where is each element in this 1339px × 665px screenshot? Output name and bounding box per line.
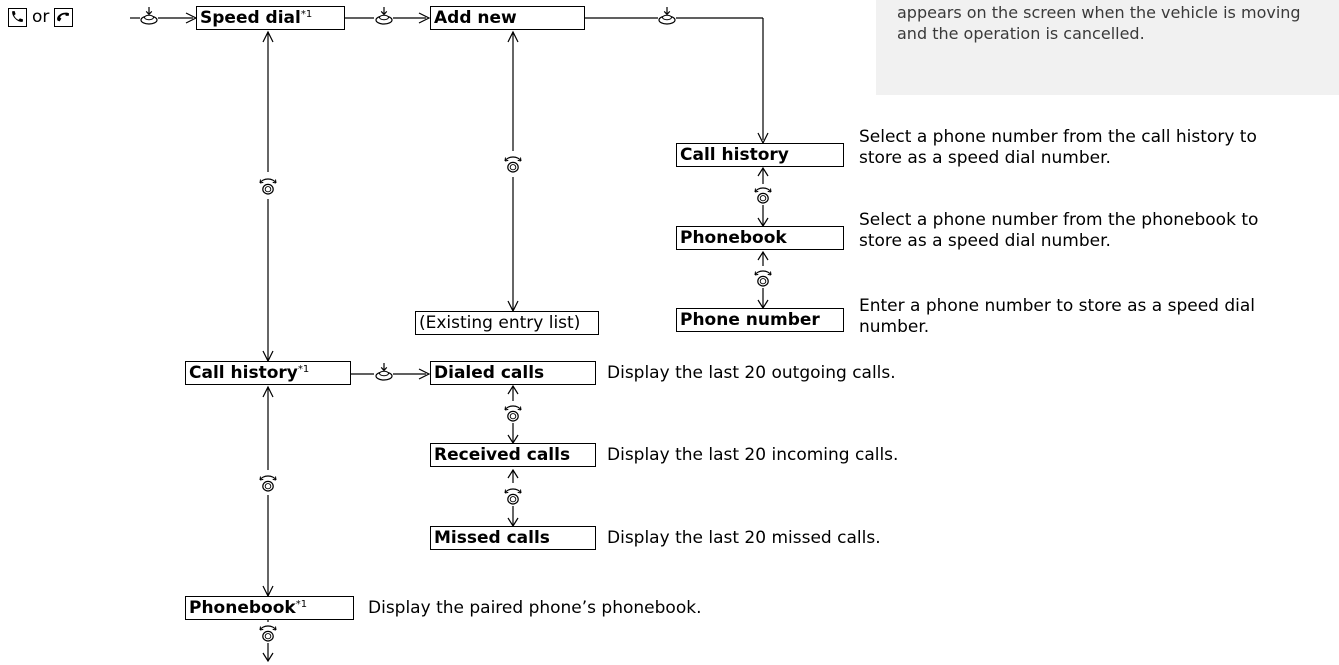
pickup-handset-icon <box>54 7 74 27</box>
call-history-sub-box: Call history <box>676 143 844 167</box>
phonebook-main-box: Phonebook*1 <box>185 596 354 620</box>
received-calls-box: Received calls <box>430 443 596 467</box>
footnote-mark: *1 <box>295 599 308 610</box>
note-panel: appears on the screen when the vehicle i… <box>876 0 1339 95</box>
press-interface-dial-icon <box>375 362 393 381</box>
press-interface-dial-icon <box>375 6 393 25</box>
phonebook-main-label: Phonebook <box>189 598 296 618</box>
rotate-interface-dial-icon <box>504 405 522 422</box>
speed-dial-label: Speed dial <box>200 8 301 28</box>
press-interface-dial-icon <box>658 6 676 25</box>
add-new-box: Add new <box>430 6 585 30</box>
call-history-main-box: Call history*1 <box>185 361 351 385</box>
dialed-calls-label: Dialed calls <box>434 363 545 383</box>
missed-calls-label: Missed calls <box>434 528 550 548</box>
or-text: or <box>32 7 50 27</box>
rotate-interface-dial-icon <box>504 488 522 505</box>
rotate-interface-dial-icon <box>259 178 277 195</box>
rotate-interface-dial-icon <box>259 625 277 642</box>
phonebook-main-description: Display the paired phone’s phonebook. <box>368 598 702 618</box>
received-calls-label: Received calls <box>434 445 571 465</box>
add-new-label: Add new <box>434 8 517 28</box>
call-history-main-label: Call history <box>189 363 298 383</box>
phone-number-box: Phone number <box>676 308 844 332</box>
dialed-calls-description: Display the last 20 outgoing calls. <box>607 363 896 383</box>
phone-number-description: Enter a phone number to store as a speed… <box>859 296 1255 337</box>
call-history-sub-label: Call history <box>680 145 789 165</box>
phone-handset-icon <box>8 7 27 27</box>
rotate-interface-dial-icon <box>259 475 277 492</box>
rotate-interface-dial-icon <box>504 156 522 173</box>
footnote-mark: *1 <box>297 364 310 375</box>
speed-dial-box: Speed dial*1 <box>196 6 345 30</box>
missed-calls-description: Display the last 20 missed calls. <box>607 528 881 548</box>
footnote-mark: *1 <box>300 9 313 20</box>
phone-number-label: Phone number <box>680 310 820 330</box>
dialed-calls-box: Dialed calls <box>430 361 596 385</box>
entry-buttons: or <box>8 6 74 28</box>
phonebook-sub-box: Phonebook <box>676 226 844 250</box>
missed-calls-box: Missed calls <box>430 526 596 550</box>
rotate-interface-dial-icon <box>754 187 772 204</box>
existing-entry-list-label: (Existing entry list) <box>419 313 581 333</box>
call-history-sub-description: Select a phone number from the call hist… <box>859 127 1257 168</box>
note-text: appears on the screen when the vehicle i… <box>897 3 1301 43</box>
rotate-interface-dial-icon <box>754 270 772 287</box>
received-calls-description: Display the last 20 incoming calls. <box>607 445 899 465</box>
phonebook-sub-description: Select a phone number from the phonebook… <box>859 210 1259 251</box>
existing-entry-list-box: (Existing entry list) <box>415 311 599 335</box>
press-interface-dial-icon <box>140 6 158 25</box>
phonebook-sub-label: Phonebook <box>680 228 787 248</box>
